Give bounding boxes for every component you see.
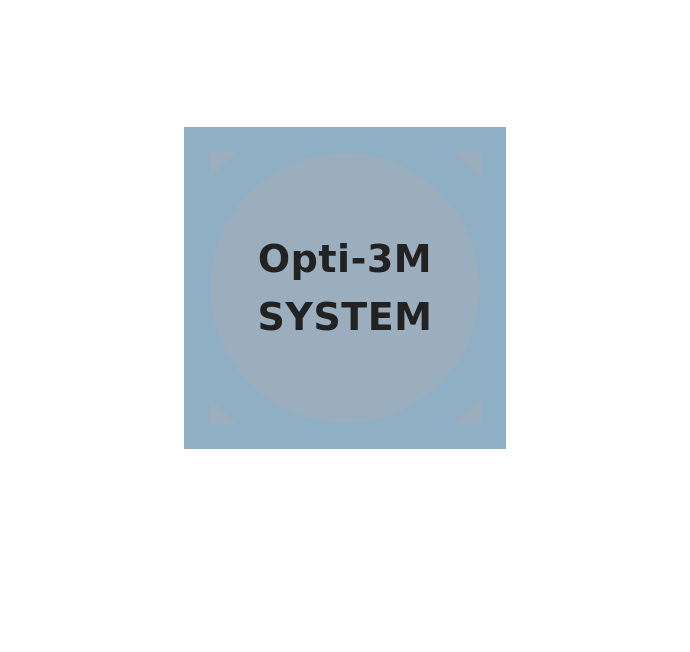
badge-title-line2: SYSTEM xyxy=(257,295,433,339)
inner-square xyxy=(209,152,481,424)
opti-3m-badge: Opti-3M SYSTEM xyxy=(184,127,506,449)
badge-label: Opti-3M SYSTEM xyxy=(184,127,506,449)
badge-ring xyxy=(209,152,481,424)
badge-title-line1: Opti-3M xyxy=(257,237,433,281)
